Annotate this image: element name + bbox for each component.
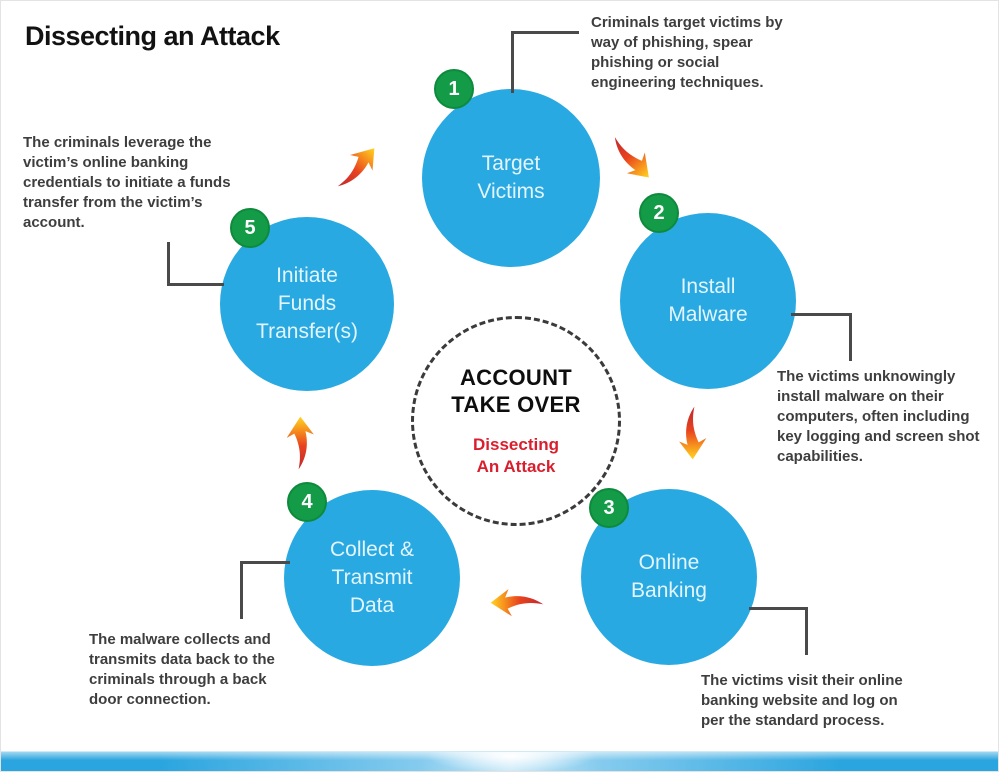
arrow-step4-to-step5-icon	[286, 416, 314, 470]
step-number-badge-2: 2	[639, 193, 679, 233]
step-circle-target-victims: Target Victims	[422, 89, 600, 267]
step-circle-label: Initiate Funds Transfer(s)	[256, 264, 358, 343]
step-number-badge-5: 5	[230, 208, 270, 248]
connector-line	[511, 31, 514, 93]
arrow-step3-to-step4-icon	[490, 589, 544, 617]
annotation-step-2: The victims unknowingly install malware …	[777, 368, 980, 465]
arrow-step5-to-step1-icon	[337, 148, 375, 187]
connector-line	[240, 561, 290, 564]
step-number-badge-1: 1	[434, 69, 474, 109]
center-dashed-ring: ACCOUNT TAKE OVER Dissecting An Attack	[411, 316, 621, 526]
connector-line	[749, 607, 808, 610]
step-number-badge-3: 3	[589, 488, 629, 528]
connector-line	[167, 283, 224, 286]
step-circle-label: Online Banking	[631, 551, 707, 602]
step-number-badge-4: 4	[287, 482, 327, 522]
connector-line	[805, 607, 808, 655]
footer-gradient-bar	[1, 751, 998, 771]
step-circle-label: Target Victims	[477, 152, 545, 203]
arrow-step1-to-step2-icon	[614, 137, 649, 178]
step-circle-label: Collect & Transmit Data	[329, 538, 415, 617]
connector-line	[849, 313, 852, 361]
connector-line	[240, 561, 243, 619]
page-title: Dissecting an Attack	[25, 21, 280, 51]
connector-line	[791, 313, 852, 316]
arrow-step2-to-step3-icon	[679, 406, 707, 460]
annotation-step-1: Criminals target victims by way of phish…	[591, 14, 783, 91]
connector-line	[167, 242, 170, 286]
step-circle-install-malware: Install Malware	[620, 213, 796, 389]
center-subtitle: Dissecting An Attack	[473, 435, 559, 476]
connector-line	[511, 31, 579, 34]
annotation-step-3: The victims visit their online banking w…	[701, 672, 903, 729]
annotation-step-5: The criminals leverage the victim’s onli…	[23, 134, 231, 231]
annotation-step-4: The malware collects and transmits data …	[89, 631, 275, 708]
center-title: ACCOUNT TAKE OVER	[451, 365, 581, 417]
step-circle-label: Install Malware	[668, 275, 748, 326]
